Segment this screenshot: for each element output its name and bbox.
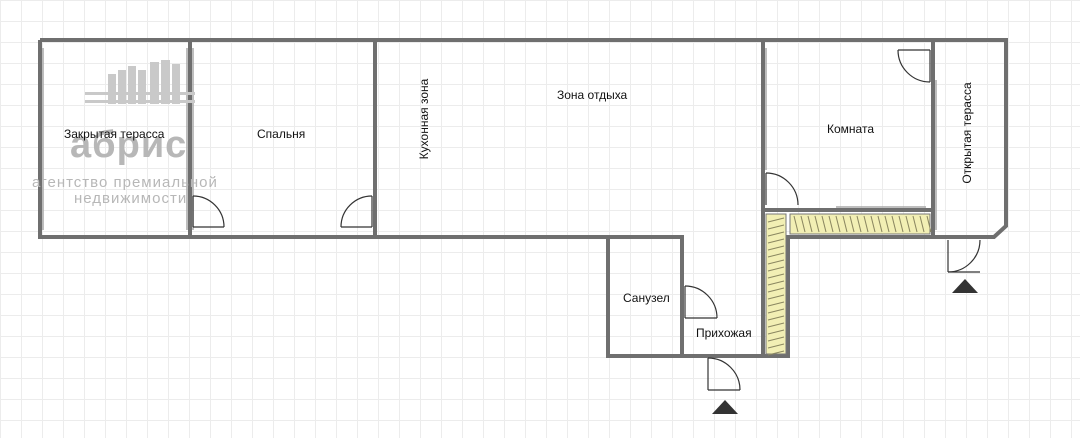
door-room xyxy=(765,172,799,206)
room-label-room: Комната xyxy=(827,122,874,136)
room-label-bedroom: Спальня xyxy=(257,127,306,141)
wardrobe-hatching xyxy=(767,215,932,356)
room-label-bathroom: Санузел xyxy=(623,291,670,305)
hallway-wall xyxy=(682,235,932,358)
room-label-hallway: Прихожая xyxy=(696,326,752,340)
wardrobe-horizontal xyxy=(789,213,931,235)
door-kitchen xyxy=(340,195,373,228)
room-label-kitchen: Кухонная зона xyxy=(417,78,431,160)
doors xyxy=(192,49,981,391)
room-label-open-terrace: Открытая терасса xyxy=(960,82,974,184)
door-terrace-exit xyxy=(947,239,981,273)
entrance-markers xyxy=(712,279,978,414)
watermark-line-2: недвижимости xyxy=(74,190,188,207)
door-room-terrace xyxy=(897,49,931,83)
walls xyxy=(38,38,1008,358)
room-label-closed-terrace: Закрытая терасса xyxy=(64,127,165,141)
outer-wall-bottom-left xyxy=(38,40,684,358)
outer-wall-top-left xyxy=(40,38,1008,239)
door-bedroom xyxy=(192,195,225,228)
watermark-line-1: агентство премиальной xyxy=(32,174,218,191)
door-entrance xyxy=(707,357,741,391)
door-bathroom xyxy=(684,285,718,319)
watermark-logo: абрис xyxy=(70,124,188,166)
entrance-marker-main xyxy=(712,400,738,414)
watermark-building-icon xyxy=(85,60,195,104)
entrance-marker-terrace xyxy=(952,279,978,293)
wardrobes xyxy=(765,213,932,356)
room-label-living: Зона отдыха xyxy=(557,88,628,102)
wardrobe-vertical xyxy=(765,213,787,355)
